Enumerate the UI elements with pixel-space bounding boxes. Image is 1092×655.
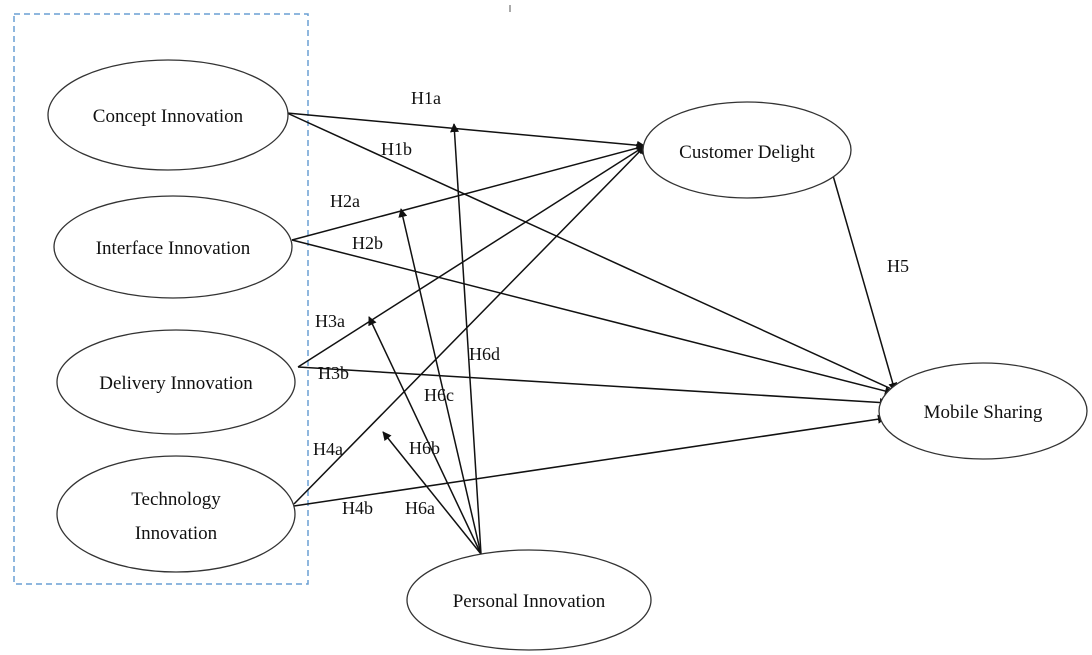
- node-interface-shape: [53, 195, 293, 299]
- node-personal-label: Personal Innovation: [453, 591, 606, 612]
- node-sharing-label: Mobile Sharing: [924, 402, 1043, 423]
- edge-h4a: [293, 145, 646, 505]
- node-customer-delight: Customer Delight: [642, 101, 852, 199]
- node-interface-label: Interface Innovation: [96, 238, 251, 259]
- edge-h6c: [398, 208, 482, 555]
- edge-label-h2a: H2a: [330, 191, 360, 211]
- edge-label-h6b: H6b: [409, 438, 440, 458]
- node-mobile-sharing: Mobile Sharing: [878, 362, 1088, 460]
- edge-h1a: [286, 112, 646, 150]
- edge-h6a: [382, 431, 482, 555]
- edge-label-h3a: H3a: [315, 311, 345, 331]
- edge-h6b: [368, 316, 482, 555]
- edge-label-h6a: H6a: [405, 498, 435, 518]
- node-delivery-shape: [56, 329, 296, 435]
- edge-h2a: [291, 143, 646, 241]
- innovation-group-box: [13, 13, 309, 585]
- node-personal-shape: [406, 549, 652, 651]
- node-technology-innovation: Technology Innovation: [56, 455, 296, 573]
- node-technology-shape: [56, 455, 296, 573]
- edge-label-h6c: H6c: [424, 385, 454, 405]
- edges: [286, 112, 899, 555]
- edge-labels: H1a H1b H2a H2b H3a H3b H4a H4b H5 H6a H…: [313, 88, 909, 518]
- edge-h3a: [297, 145, 646, 368]
- edge-h2b: [291, 239, 894, 396]
- node-delight-shape: [642, 101, 852, 199]
- node-delight-label: Customer Delight: [679, 142, 815, 163]
- node-delivery-innovation: Delivery Innovation: [56, 329, 296, 435]
- edge-label-h4b: H4b: [342, 498, 373, 518]
- edge-label-h2b: H2b: [352, 233, 383, 253]
- node-concept-shape: [47, 59, 289, 171]
- node-concept-innovation: Concept Innovation: [47, 59, 289, 171]
- edge-h3b: [297, 366, 889, 407]
- edge-h5: [831, 171, 898, 392]
- edge-label-h1a: H1a: [411, 88, 441, 108]
- nodes: Concept Innovation Interface Innovation …: [47, 59, 1088, 651]
- node-delivery-label: Delivery Innovation: [99, 373, 253, 394]
- edge-h6d: [450, 123, 482, 555]
- node-sharing-shape: [878, 362, 1088, 460]
- node-interface-innovation: Interface Innovation: [53, 195, 293, 299]
- node-concept-label: Concept Innovation: [93, 106, 244, 127]
- node-technology-label-line2: Innovation: [135, 523, 218, 544]
- node-personal-innovation: Personal Innovation: [406, 549, 652, 651]
- node-technology-label-line1: Technology: [131, 489, 221, 510]
- edge-label-h5: H5: [887, 256, 909, 276]
- edge-label-h1b: H1b: [381, 139, 412, 159]
- edge-label-h6d: H6d: [469, 344, 500, 364]
- edge-label-h4a: H4a: [313, 439, 343, 459]
- edge-label-h3b: H3b: [318, 363, 349, 383]
- edge-h4b: [293, 414, 887, 507]
- edge-h1b: [286, 112, 899, 393]
